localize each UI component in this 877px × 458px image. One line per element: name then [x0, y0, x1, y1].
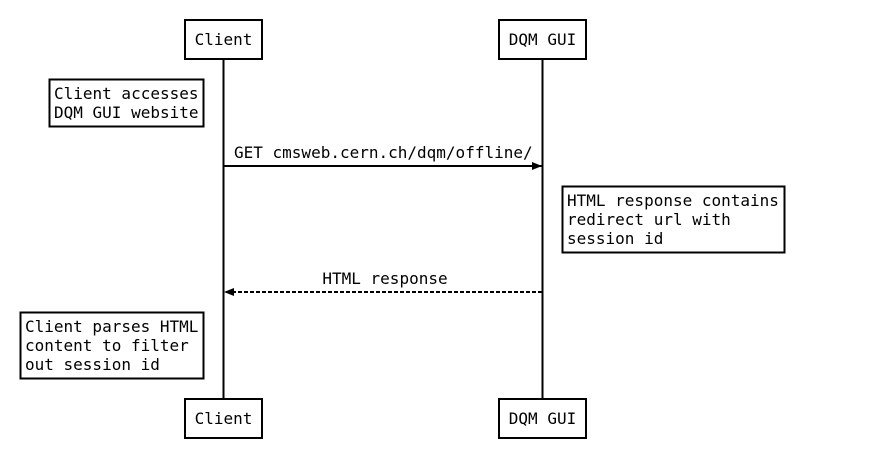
message-get-request: GET cmsweb.cern.ch/dqm/offline/ — [224, 143, 542, 170]
participant-client-bottom-label: Client — [195, 409, 253, 428]
message-html-response-label: HTML response — [322, 269, 447, 288]
note-html-response-line-1: HTML response contains — [567, 191, 779, 210]
note-html-response-line-3: session id — [567, 229, 663, 248]
note-client-parses-line-3: out session id — [25, 355, 160, 374]
message-html-response: HTML response — [224, 269, 542, 296]
participant-dqm-gui-top: DQM GUI — [498, 19, 587, 60]
participant-client-top: Client — [184, 19, 263, 60]
note-html-response-contains: HTML response contains redirect url with… — [561, 185, 786, 254]
note-client-parses: Client parses HTML content to filter out… — [19, 311, 205, 380]
note-client-parses-line-2: content to filter — [25, 336, 189, 355]
participant-dqm-gui-top-label: DQM GUI — [509, 30, 576, 49]
message-get-request-label: GET cmsweb.cern.ch/dqm/offline/ — [234, 143, 533, 162]
note-html-response-line-2: redirect url with — [567, 210, 731, 229]
participant-client-bottom: Client — [184, 398, 263, 439]
note-client-accesses-line-2: DQM GUI website — [54, 103, 199, 122]
participant-dqm-gui-bottom-label: DQM GUI — [509, 409, 576, 428]
note-client-parses-line-1: Client parses HTML — [25, 317, 198, 336]
note-client-accesses: Client accesses DQM GUI website — [48, 78, 205, 128]
participant-client-top-label: Client — [195, 30, 253, 49]
participant-dqm-gui-bottom: DQM GUI — [498, 398, 587, 439]
note-client-accesses-line-1: Client accesses — [54, 84, 199, 103]
